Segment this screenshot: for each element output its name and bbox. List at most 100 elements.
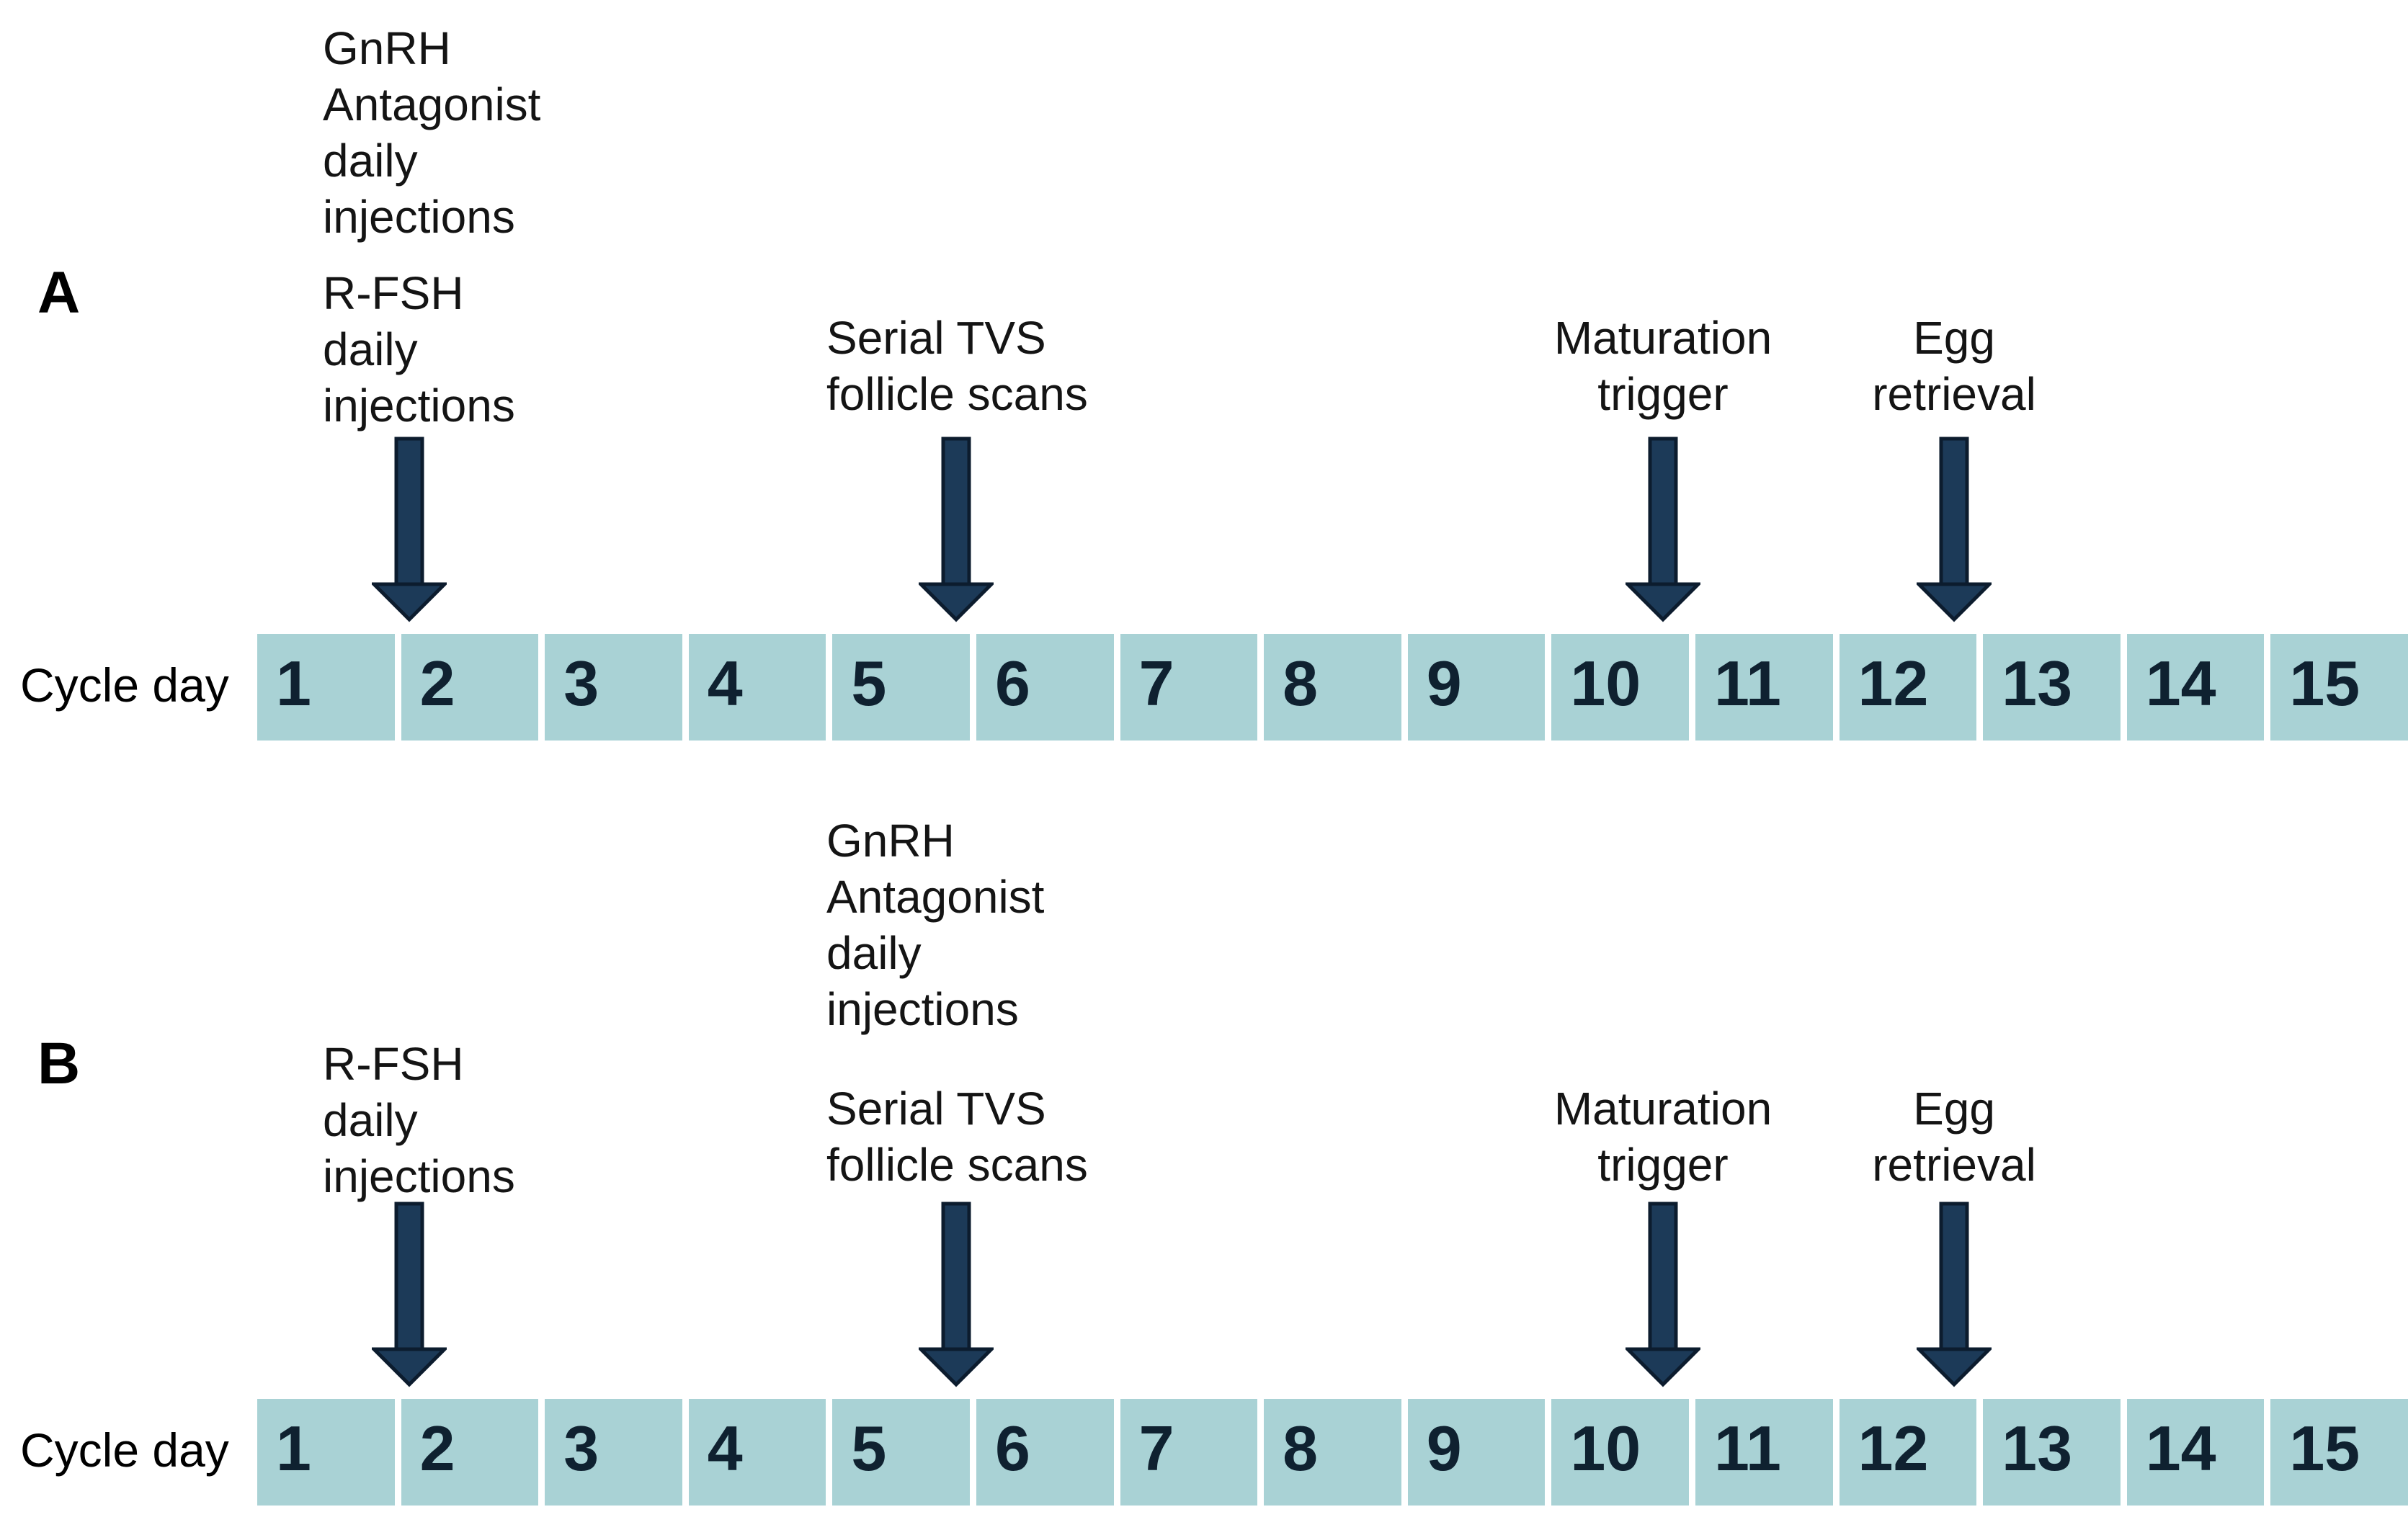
maturation-trigger-label-b: Maturation trigger: [1483, 1081, 1843, 1193]
down-arrow-icon: [1917, 1202, 1992, 1387]
label-line: injections: [323, 380, 515, 431]
day-number: 1: [276, 648, 311, 719]
day-cell: 15: [2270, 1399, 2408, 1506]
day-number: 15: [2289, 648, 2360, 719]
day-cell: 11: [1695, 1399, 1833, 1506]
day-number: 5: [851, 648, 887, 719]
down-arrow-icon: [1917, 437, 1992, 622]
day-number: 13: [2002, 648, 2073, 719]
label-line: R-FSH: [323, 267, 464, 319]
day-cell: 5: [832, 634, 970, 741]
label-line: Serial TVS: [826, 1083, 1046, 1135]
label-line: Egg: [1913, 312, 1995, 364]
serial-tvs-label-b: Serial TVS follicle scans: [826, 1081, 1088, 1193]
day-cell: 1: [257, 1399, 395, 1506]
cycle-day-bar-b: 1 2 3 4 5 6 7 8 9 10 11 12 13 14 15: [257, 1399, 2408, 1506]
day-cell: 9: [1407, 1399, 1546, 1506]
down-arrow-icon: [372, 1202, 447, 1387]
cycle-day-bar-a: 1 2 3 4 5 6 7 8 9 10 11 12 13 14 15: [257, 634, 2408, 741]
panel-b-letter: B: [37, 1031, 81, 1096]
day-cell: 6: [976, 634, 1114, 741]
down-arrow-icon: [919, 437, 994, 622]
day-number: 6: [994, 648, 1030, 719]
day-cell: 14: [2126, 634, 2265, 741]
day-number: 11: [1713, 648, 1781, 719]
down-arrow-icon: [1626, 437, 1700, 622]
cycle-day-label-b: Cycle day: [20, 1423, 229, 1477]
day-cell: 12: [1839, 1399, 1977, 1506]
rfsh-label-b: R-FSH daily injections: [323, 1036, 515, 1204]
label-line: daily: [323, 135, 418, 187]
day-number: 13: [2002, 1413, 2073, 1484]
day-number: 5: [851, 1413, 887, 1484]
day-number: 8: [1283, 1413, 1319, 1484]
rfsh-arrow-b: [372, 1202, 447, 1387]
egg-retrieval-arrow-b: [1917, 1202, 1992, 1387]
day-number: 4: [707, 1413, 743, 1484]
day-cell: 4: [688, 634, 826, 741]
day-cell: 1: [257, 634, 395, 741]
day-number: 4: [707, 648, 743, 719]
day-number: 8: [1283, 648, 1319, 719]
panel-a-letter: A: [37, 260, 81, 326]
label-line: retrieval: [1872, 1139, 2036, 1191]
label-line: GnRH: [323, 22, 451, 74]
day-number: 11: [1713, 1413, 1781, 1484]
serial-tvs-arrow-a: [919, 437, 994, 622]
day-cell: 13: [1983, 634, 2121, 741]
label-line: Maturation: [1553, 312, 1772, 364]
day-cell: 6: [976, 1399, 1114, 1506]
day-number: 15: [2289, 1413, 2360, 1484]
day-number: 9: [1426, 1413, 1462, 1484]
day-cell: 2: [401, 634, 539, 741]
cycle-day-label-a: Cycle day: [20, 658, 229, 712]
down-arrow-icon: [372, 437, 447, 622]
rfsh-arrow-a: [372, 437, 447, 622]
day-number: 14: [2145, 648, 2216, 719]
day-number: 7: [1138, 1413, 1174, 1484]
day-cell: 3: [545, 1399, 682, 1506]
gnrh-antagonist-label-b: GnRH Antagonist daily injections: [826, 813, 1044, 1037]
day-number: 12: [1858, 1413, 1929, 1484]
label-line: daily: [323, 323, 418, 375]
day-number: 9: [1426, 648, 1462, 719]
day-number: 7: [1138, 648, 1174, 719]
day-cell: 11: [1695, 634, 1833, 741]
day-cell: 5: [832, 1399, 970, 1506]
label-line: injections: [826, 983, 1019, 1035]
maturation-trigger-arrow-a: [1626, 437, 1700, 622]
label-line: daily: [323, 1094, 418, 1146]
day-cell: 15: [2270, 634, 2408, 741]
label-line: GnRH: [826, 815, 955, 867]
day-cell: 14: [2126, 1399, 2265, 1506]
label-line: follicle scans: [826, 1139, 1088, 1191]
day-number: 1: [276, 1413, 311, 1484]
day-number: 3: [563, 1413, 599, 1484]
label-line: R-FSH: [323, 1038, 464, 1090]
day-number: 10: [1570, 1413, 1641, 1484]
day-cell: 3: [545, 634, 682, 741]
day-number: 3: [563, 648, 599, 719]
day-cell: 8: [1264, 1399, 1401, 1506]
rfsh-label-a: R-FSH daily injections: [323, 265, 515, 434]
day-number: 2: [419, 648, 455, 719]
maturation-trigger-arrow-b: [1626, 1202, 1700, 1387]
day-cell: 7: [1120, 1399, 1258, 1506]
label-line: Antagonist: [826, 871, 1045, 923]
label-line: injections: [323, 1150, 515, 1202]
day-cell: 13: [1983, 1399, 2121, 1506]
day-number: 12: [1858, 648, 1929, 719]
down-arrow-icon: [919, 1202, 994, 1387]
day-number: 14: [2145, 1413, 2216, 1484]
day-number: 6: [994, 1413, 1030, 1484]
day-cell: 12: [1839, 634, 1977, 741]
label-line: Maturation: [1553, 1083, 1772, 1135]
label-line: Serial TVS: [826, 312, 1046, 364]
day-cell: 7: [1120, 634, 1258, 741]
down-arrow-icon: [1626, 1202, 1700, 1387]
day-cell: 2: [401, 1399, 539, 1506]
day-cell: 9: [1407, 634, 1546, 741]
serial-tvs-label-a: Serial TVS follicle scans: [826, 310, 1088, 422]
day-number: 2: [419, 1413, 455, 1484]
